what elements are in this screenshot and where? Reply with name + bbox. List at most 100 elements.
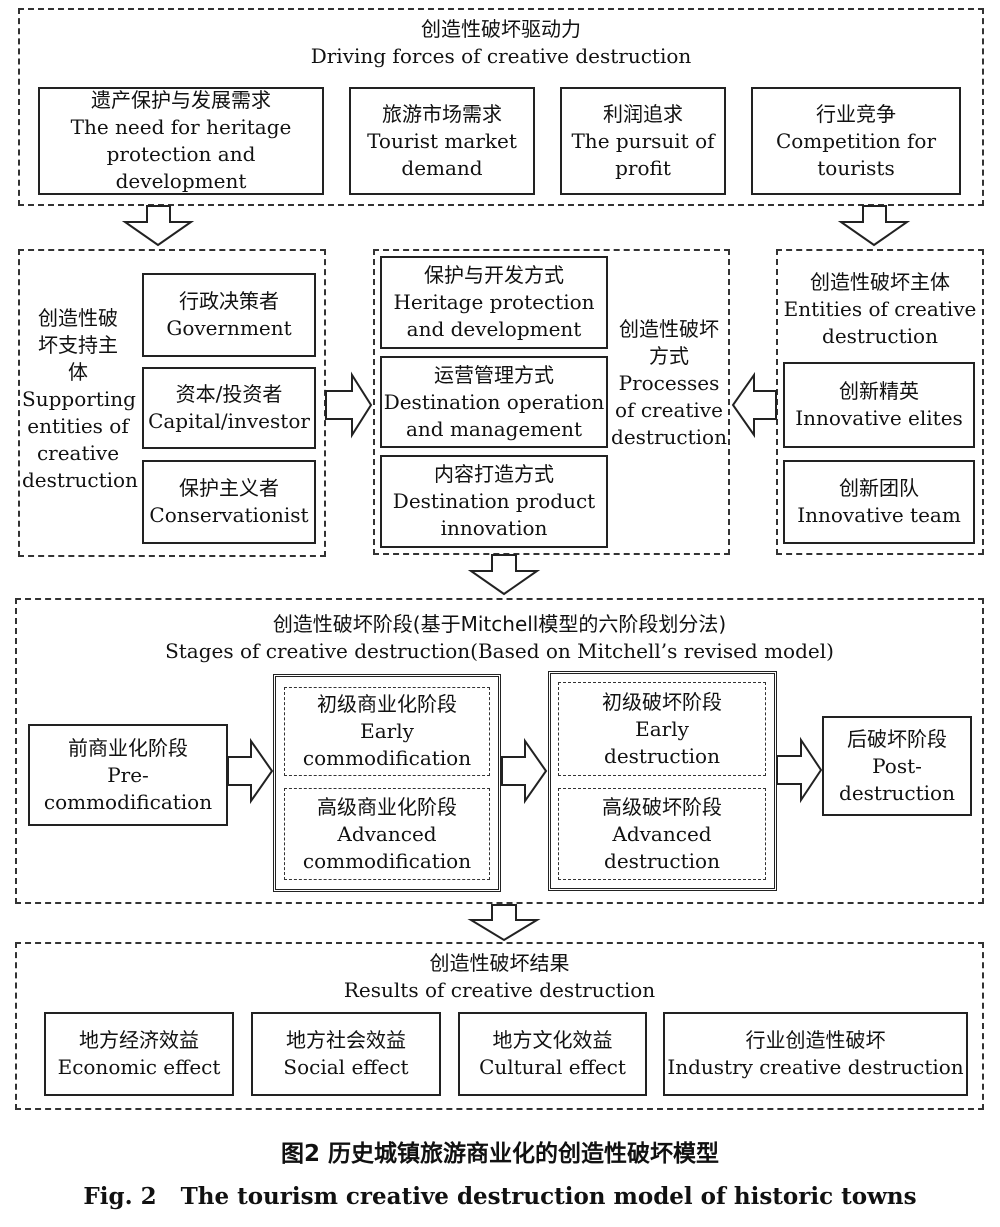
stage-label-en: Early	[360, 719, 414, 743]
result-item-label-zh: 地方社会效益	[286, 1028, 406, 1052]
supporting-label-en: creative	[36, 441, 120, 465]
driving-item-competition: 行业竞争 Competition for tourists	[751, 87, 961, 195]
stages-panel	[15, 598, 984, 904]
stage-label-zh: 初级商业化阶段	[317, 692, 457, 716]
down-arrow-to-stages	[467, 554, 541, 596]
results-panel	[15, 942, 984, 1110]
driving-item-label-en: profit	[615, 155, 671, 180]
supporting-entities-label: 创造性破 坏支持主 体 Supporting entities of creat…	[22, 305, 138, 494]
stage-commodification-group	[273, 674, 501, 892]
stage-label-en: destruction	[604, 743, 720, 768]
result-item-label-zh: 地方文化效益	[492, 1028, 613, 1052]
driving-item-label-en: The pursuit of	[571, 128, 715, 153]
process-item-label-zh: 内容打造方式	[434, 462, 554, 486]
processes-label-en: destruction	[611, 425, 727, 449]
left-arrow-entities	[731, 371, 777, 439]
supporting-label-en: destruction	[22, 468, 138, 492]
result-item-cultural: 地方文化效益 Cultural effect	[458, 1012, 647, 1096]
supporting-label-en: Supporting	[22, 387, 136, 411]
entities-item-label-en: Innovative team	[797, 503, 961, 527]
entities-title: 创造性破坏主体 Entities of creative destruction	[776, 269, 984, 350]
stage-label-en: Early	[635, 716, 689, 741]
supporting-label-zh: 体	[68, 360, 88, 384]
stage-label-zh: 高级商业化阶段	[317, 794, 457, 819]
driving-item-heritage-need: 遗产保护与发展需求 The need for heritage protecti…	[38, 87, 324, 195]
process-item-operation: 运营管理方式 Destination operation and managem…	[380, 356, 608, 448]
process-item-label-en: and management	[405, 416, 582, 441]
stage-label-en: Pre-	[107, 762, 149, 787]
entities-item-label-zh: 创新团队	[839, 476, 919, 500]
driving-item-label-en: protection and development	[106, 142, 256, 193]
stage-label-zh: 初级破坏阶段	[602, 689, 722, 714]
supporting-item-label-zh: 行政决策者	[179, 289, 279, 313]
process-item-product: 内容打造方式 Destination product innovation	[380, 455, 608, 548]
supporting-item-conservationist: 保护主义者 Conservationist	[142, 460, 316, 544]
figure-caption-en: Fig. 2 The tourism creative destruction …	[83, 1183, 917, 1210]
stage-pre-commodification: 前商业化阶段 Pre- commodification	[28, 724, 228, 826]
right-arrow-pre	[227, 737, 274, 805]
process-item-label-en: Destination operation	[383, 389, 605, 414]
entities-item-label-en: Innovative elites	[795, 406, 963, 430]
supporting-item-label-zh: 资本/投资者	[175, 382, 283, 406]
process-item-label-en: Destination product	[392, 489, 596, 513]
results-title-zh: 创造性破坏结果	[429, 951, 570, 975]
processes-label-en: Processes	[618, 371, 720, 395]
stage-label-zh: 高级破坏阶段	[602, 794, 722, 819]
stage-label-en: Advanced	[337, 821, 437, 846]
stage-label-en: destruction	[839, 780, 955, 805]
result-item-economic: 地方经济效益 Economic effect	[44, 1012, 234, 1096]
supporting-item-capital: 资本/投资者 Capital/investor	[142, 367, 316, 449]
stages-title-en: Stages of creative destruction(Based on …	[165, 639, 834, 663]
result-item-label-en: Social effect	[283, 1055, 409, 1079]
driving-item-label-en: Tourist market	[367, 128, 517, 153]
driving-item-label-zh: 遗产保护与发展需求	[91, 88, 271, 112]
driving-forces-title: 创造性破坏驱动力 Driving forces of creative dest…	[18, 16, 984, 70]
supporting-item-label-en: Conservationist	[149, 503, 309, 527]
entities-title-en: Entities of creative	[783, 297, 977, 321]
stage-label-en: Advanced	[612, 821, 712, 846]
stage-label-zh: 前商业化阶段	[68, 735, 188, 760]
stage-label-en: commodification	[43, 789, 213, 814]
supporting-item-label-en: Capital/investor	[148, 409, 310, 433]
result-item-label-zh: 行业创造性破坏	[745, 1028, 886, 1052]
processes-label-en: of creative	[615, 398, 723, 422]
stage-label-en: destruction	[604, 848, 720, 873]
result-item-label-en: Cultural effect	[479, 1055, 626, 1079]
stage-label-en: commodification	[302, 848, 472, 873]
driving-item-tourist-demand: 旅游市场需求 Tourist market demand	[349, 87, 535, 195]
stage-label-zh: 后破坏阶段	[847, 726, 947, 751]
supporting-item-label-en: Government	[166, 316, 292, 340]
supporting-item-label-zh: 保护主义者	[179, 476, 279, 500]
results-title-en: Results of creative destruction	[343, 978, 656, 1002]
processes-label-zh: 创造性破坏	[619, 317, 719, 341]
result-item-label-zh: 地方经济效益	[79, 1028, 199, 1052]
entities-title-zh: 创造性破坏主体	[810, 270, 950, 294]
results-title: 创造性破坏结果 Results of creative destruction	[15, 950, 984, 1004]
driving-forces-title-zh: 创造性破坏驱动力	[421, 17, 581, 41]
processes-label: 创造性破坏 方式 Processes of creative destructi…	[610, 316, 728, 451]
driving-item-label-en: demand	[401, 155, 483, 180]
entities-item-elites: 创新精英 Innovative elites	[783, 362, 975, 448]
down-arrow-right	[837, 205, 911, 247]
entities-title-en: destruction	[822, 324, 938, 348]
down-arrow-left	[121, 205, 195, 247]
right-arrow-commodification	[501, 737, 548, 805]
result-item-label-en: Economic effect	[57, 1055, 221, 1079]
driving-item-label-en: The need for heritage	[70, 115, 292, 139]
processes-label-zh: 方式	[649, 344, 689, 368]
driving-item-label-en: tourists	[817, 155, 895, 180]
process-item-label-en: Heritage protection	[393, 290, 595, 314]
result-item-label-en: Industry creative destruction	[667, 1055, 964, 1079]
driving-forces-title-en: Driving forces of creative destruction	[310, 44, 692, 68]
right-arrow-supporting	[325, 371, 373, 439]
stage-early-destruction: 初级破坏阶段 Early destruction	[558, 682, 766, 776]
stage-advanced-destruction: 高级破坏阶段 Advanced destruction	[558, 788, 766, 880]
driving-item-label-zh: 利润追求	[603, 101, 683, 126]
processes-panel	[373, 249, 730, 555]
process-item-heritage: 保护与开发方式 Heritage protection and developm…	[380, 256, 608, 349]
result-item-industry: 行业创造性破坏 Industry creative destruction	[663, 1012, 968, 1096]
figure-caption-zh: 图2 历史城镇旅游商业化的创造性破坏模型	[280, 1141, 719, 1167]
process-item-label-zh: 保护与开发方式	[424, 263, 564, 287]
supporting-label-zh: 坏支持主	[38, 333, 118, 357]
stage-label-en: commodification	[302, 746, 472, 770]
